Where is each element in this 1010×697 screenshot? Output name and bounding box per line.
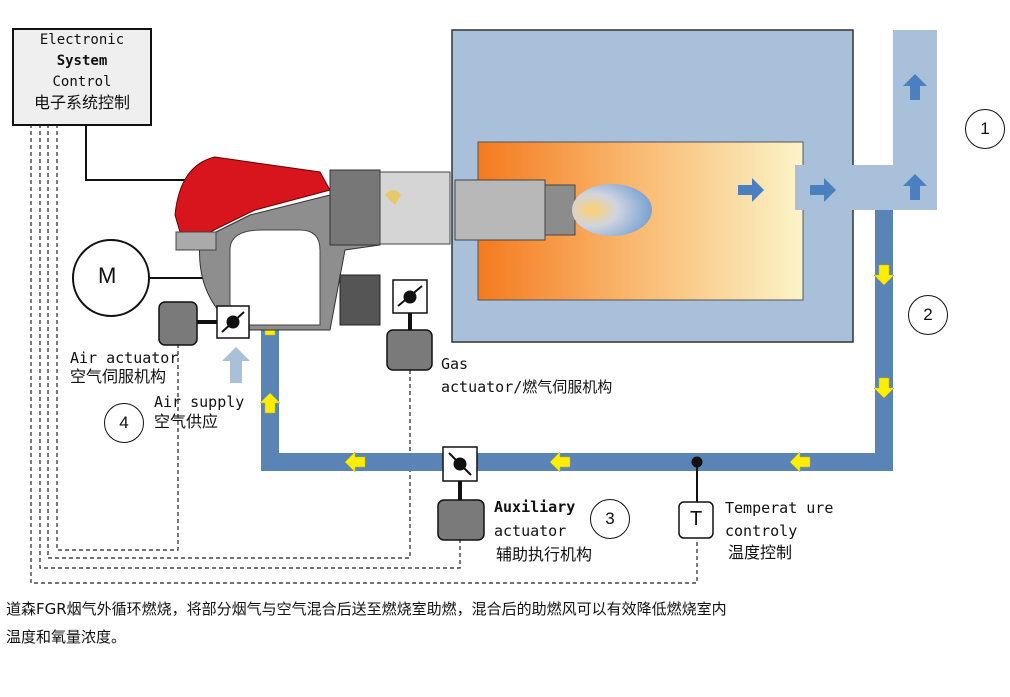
air-actuator-label: Air actuator <box>70 349 179 367</box>
air-valve <box>158 301 250 346</box>
control-wire <box>85 124 185 181</box>
esc-line4: 电子系统控制 <box>33 93 130 112</box>
marker-2: 2 <box>908 295 948 335</box>
marker-1: 1 <box>965 109 1005 149</box>
temperature-label-2: controly <box>725 522 798 540</box>
aux-actuator-label: Auxiliary <box>494 498 576 516</box>
esc-line1: Electronic <box>39 32 125 48</box>
motor-label: M <box>98 263 117 288</box>
marker-3: 3 <box>590 499 630 539</box>
air-actuator <box>158 301 198 346</box>
description-line2: 温度和氧量浓度。 <box>6 628 127 646</box>
gas-actuator-label: Gas <box>441 355 469 373</box>
esc-line2: System <box>56 53 108 69</box>
esc-line3: Control <box>52 74 112 90</box>
description-line1: 道森FGR烟气外循环燃烧，将部分烟气与空气混合后送至燃烧室助燃，混合后的助燃风可… <box>6 600 727 618</box>
flue-duct <box>795 30 937 210</box>
auxiliary-valve <box>437 446 485 541</box>
gas-valve <box>386 279 433 371</box>
flue-arrows <box>738 74 927 202</box>
auxiliary-actuator <box>437 499 485 541</box>
electronic-system-control-box: Electronic System Control 电子系统控制 <box>12 28 152 126</box>
gas-actuator <box>386 329 433 371</box>
marker-4: 4 <box>104 403 144 443</box>
flame <box>572 184 652 236</box>
air-supply-label: Air supply <box>154 393 245 411</box>
temperature-label-cn: 温度控制 <box>728 543 793 562</box>
aux-actuator-label-cn: 辅助执行机构 <box>496 545 593 564</box>
gas-actuator-label-2: actuator/燃气伺服机构 <box>441 378 613 396</box>
recirculation-pipe <box>261 210 893 471</box>
air-actuator-label-cn: 空气伺服机构 <box>70 367 167 386</box>
aux-actuator-label-2: actuator <box>494 522 567 540</box>
air-supply-label-cn: 空气供应 <box>154 412 219 431</box>
temperature-sensor <box>678 456 714 539</box>
temperature-label: Temperat ure <box>725 499 834 517</box>
air-supply-arrow <box>222 347 250 383</box>
temperature-symbol: T <box>690 508 703 530</box>
motor-icon <box>72 239 150 317</box>
burner-illustration <box>174 156 576 331</box>
